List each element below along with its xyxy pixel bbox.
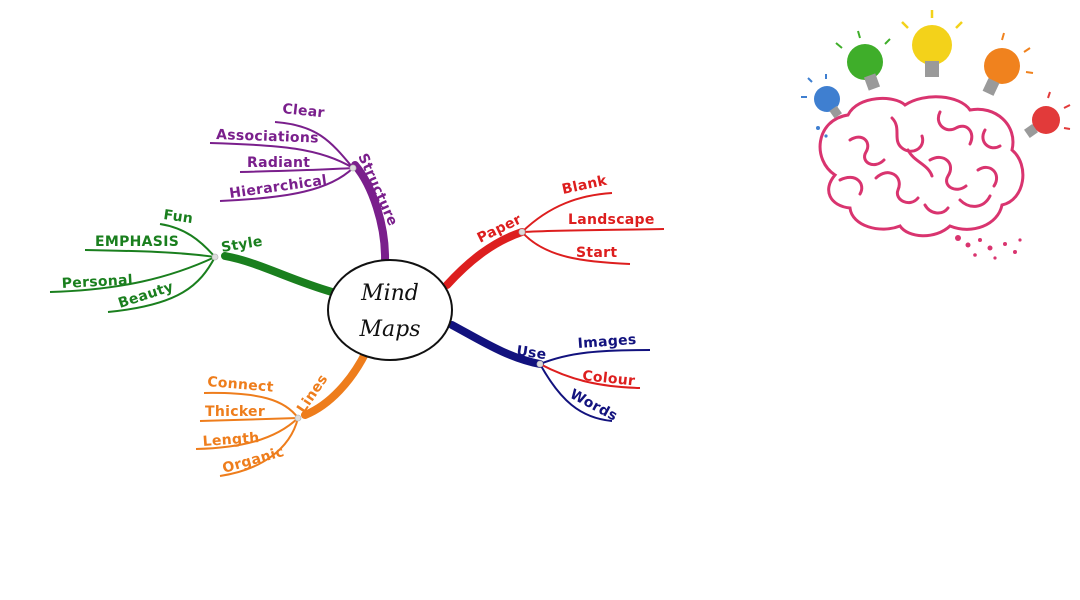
branch-paper-main-line bbox=[443, 228, 526, 289]
red-lightbulb-icon bbox=[1024, 91, 1071, 138]
structure-child-hierarchical: Hierarchical bbox=[228, 172, 328, 202]
lines-child-connect: Connect bbox=[207, 374, 275, 396]
orange-lightbulb-icon bbox=[982, 32, 1034, 96]
branch-lines-child-line bbox=[199, 417, 299, 422]
branch-style-child-line bbox=[84, 249, 216, 258]
branch-style-child-line bbox=[107, 256, 216, 313]
branch-paper-child-line bbox=[521, 228, 665, 233]
branch-lines-node bbox=[294, 414, 302, 422]
lines-child-thicker: Thicker bbox=[205, 404, 265, 420]
paper-child-landscape: Landscape bbox=[568, 212, 655, 228]
branch-structure-child-line bbox=[239, 167, 354, 173]
center-node: Mind Maps bbox=[327, 259, 453, 361]
branch-style: Style Fun EMPHASIS Personal Beauty bbox=[49, 207, 336, 313]
branch-use: Use Images Colour Words bbox=[448, 321, 651, 425]
structure-child-associations: Associations bbox=[216, 127, 319, 147]
branch-use-child-line bbox=[539, 363, 641, 389]
branch-lines-child-line bbox=[203, 391, 299, 419]
green-lightbulb-icon bbox=[835, 30, 891, 91]
branch-structure-child-line bbox=[219, 167, 354, 202]
branch-style-node bbox=[211, 253, 219, 261]
branch-lines-main-line bbox=[301, 348, 370, 419]
brain-icon bbox=[818, 95, 1025, 238]
branch-use-child-line bbox=[539, 349, 651, 365]
style-child-personal: Personal bbox=[61, 272, 133, 292]
branch-structure-main-line bbox=[351, 161, 390, 266]
branch-lines-child-line bbox=[195, 417, 299, 450]
branch-structure-child-line bbox=[274, 121, 354, 169]
lines-child-length: Length bbox=[202, 430, 260, 450]
structure-child-clear: Clear bbox=[282, 101, 326, 121]
brain-with-lightbulbs-icon bbox=[801, 10, 1071, 260]
center-title-line1: Mind bbox=[360, 281, 419, 306]
branch-use-node bbox=[536, 360, 544, 368]
yellow-lightbulb-icon bbox=[901, 10, 963, 77]
use-child-colour: Colour bbox=[582, 368, 636, 389]
branch-lines-child-line bbox=[219, 417, 299, 477]
branch-paper-node bbox=[518, 228, 526, 236]
branch-style-child-line bbox=[49, 256, 216, 293]
center-ellipse bbox=[327, 259, 453, 361]
branch-paper-child-line bbox=[521, 192, 613, 233]
branch-style-main-line bbox=[221, 252, 336, 296]
style-child-fun: Fun bbox=[162, 207, 194, 227]
branch-paper-child-line bbox=[521, 231, 631, 265]
paper-child-start: Start bbox=[576, 245, 617, 261]
branch-structure-child-line bbox=[209, 142, 354, 169]
use-child-words: Words bbox=[567, 386, 620, 424]
branch-use-main-line bbox=[448, 321, 544, 368]
branch-use-child-line bbox=[539, 363, 613, 422]
branch-structure-node bbox=[349, 164, 357, 172]
branch-paper: Paper Blank Landscape Start bbox=[443, 173, 665, 289]
branch-lines: Lines Connect Thicker Length Organic bbox=[195, 348, 370, 477]
use-child-images: Images bbox=[577, 332, 637, 352]
structure-child-radiant: Radiant bbox=[247, 155, 310, 171]
center-title-line2: Maps bbox=[358, 317, 420, 342]
branch-style-child-line bbox=[159, 223, 216, 258]
branch-use-label: Use bbox=[515, 343, 547, 363]
blue-lightbulb-icon bbox=[801, 74, 842, 138]
branch-style-label: Style bbox=[220, 234, 264, 256]
lines-child-organic: Organic bbox=[221, 444, 286, 477]
brain-stem-dots bbox=[955, 235, 1022, 260]
style-child-emphasis: EMPHASIS bbox=[95, 234, 179, 250]
